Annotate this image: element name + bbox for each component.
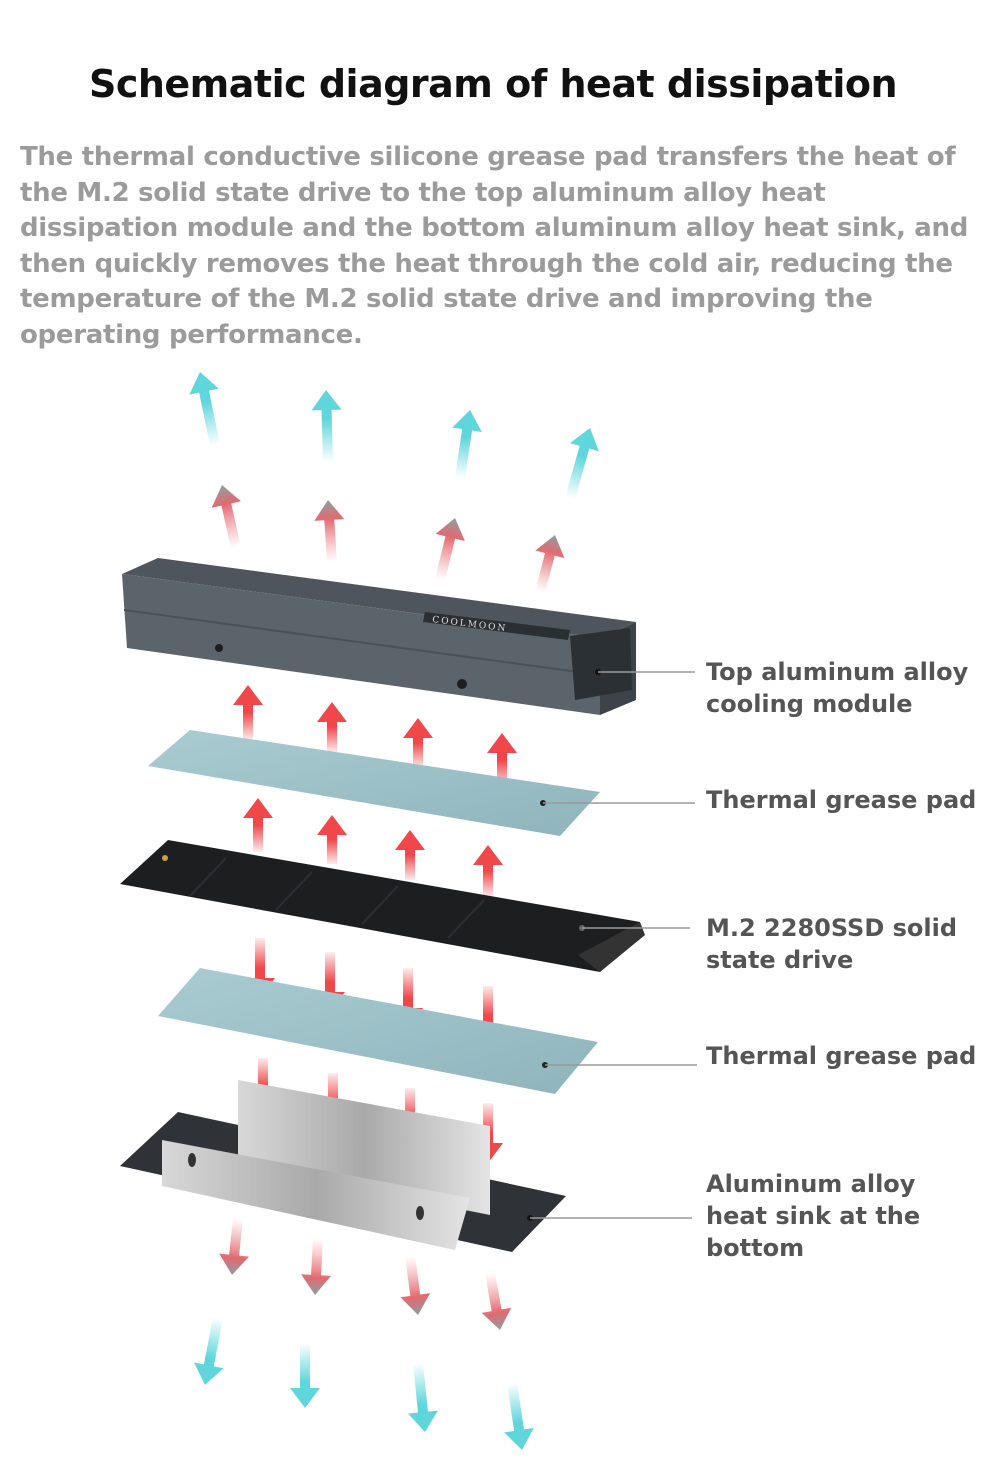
arrow-up-icon [395, 830, 425, 880]
arrow-up-icon [535, 535, 565, 594]
arrow-up-icon [403, 718, 433, 768]
arrow-up-icon [473, 845, 503, 897]
label-ssd: M.2 2280SSD solid state drive [706, 914, 958, 974]
arrow-up-icon [317, 815, 347, 864]
label-pad-top: Thermal grease pad [706, 786, 977, 814]
arrow-up-icon [314, 499, 345, 563]
arrow-up-icon [452, 409, 482, 479]
arrow-down-icon [290, 1343, 320, 1408]
leader-lines [530, 671, 697, 1219]
arrow-down-icon [481, 1272, 512, 1330]
arrow-down-icon [301, 1237, 332, 1296]
arrow-up-icon [435, 518, 465, 582]
m2-ssd [120, 840, 645, 972]
label-heatsink: Aluminum alloy heat sink at the bottom [706, 1170, 921, 1262]
arrow-up-icon [487, 733, 517, 788]
arrow-down-icon [194, 1317, 224, 1385]
label-top-module: Top aluminum alloy cooling module [706, 658, 969, 718]
thermal-pad-top [148, 730, 600, 836]
arrow-up-icon [317, 702, 347, 752]
arrow-up-icon [211, 485, 241, 550]
description-text: The thermal conductive silicone grease p… [20, 142, 969, 350]
arrow-down-icon [504, 1382, 534, 1451]
arrow-up-icon [233, 685, 263, 740]
thermal-pad-bottom [158, 968, 598, 1094]
arrow-up-icon [243, 798, 273, 852]
arrow-up-icon [311, 389, 342, 463]
arrow-up-icon [189, 371, 220, 447]
page-title: Schematic diagram of heat dissipation [88, 62, 898, 106]
arrow-up-icon [565, 427, 599, 500]
bottom-aluminum-heatsink [120, 1080, 566, 1252]
arrow-down-icon [219, 1217, 250, 1275]
arrow-down-icon [400, 1255, 431, 1315]
arrow-down-icon [408, 1362, 438, 1433]
top-aluminum-cooling-module: COOLMOON [122, 558, 636, 715]
label-pad-bottom: Thermal grease pad [706, 1042, 977, 1070]
